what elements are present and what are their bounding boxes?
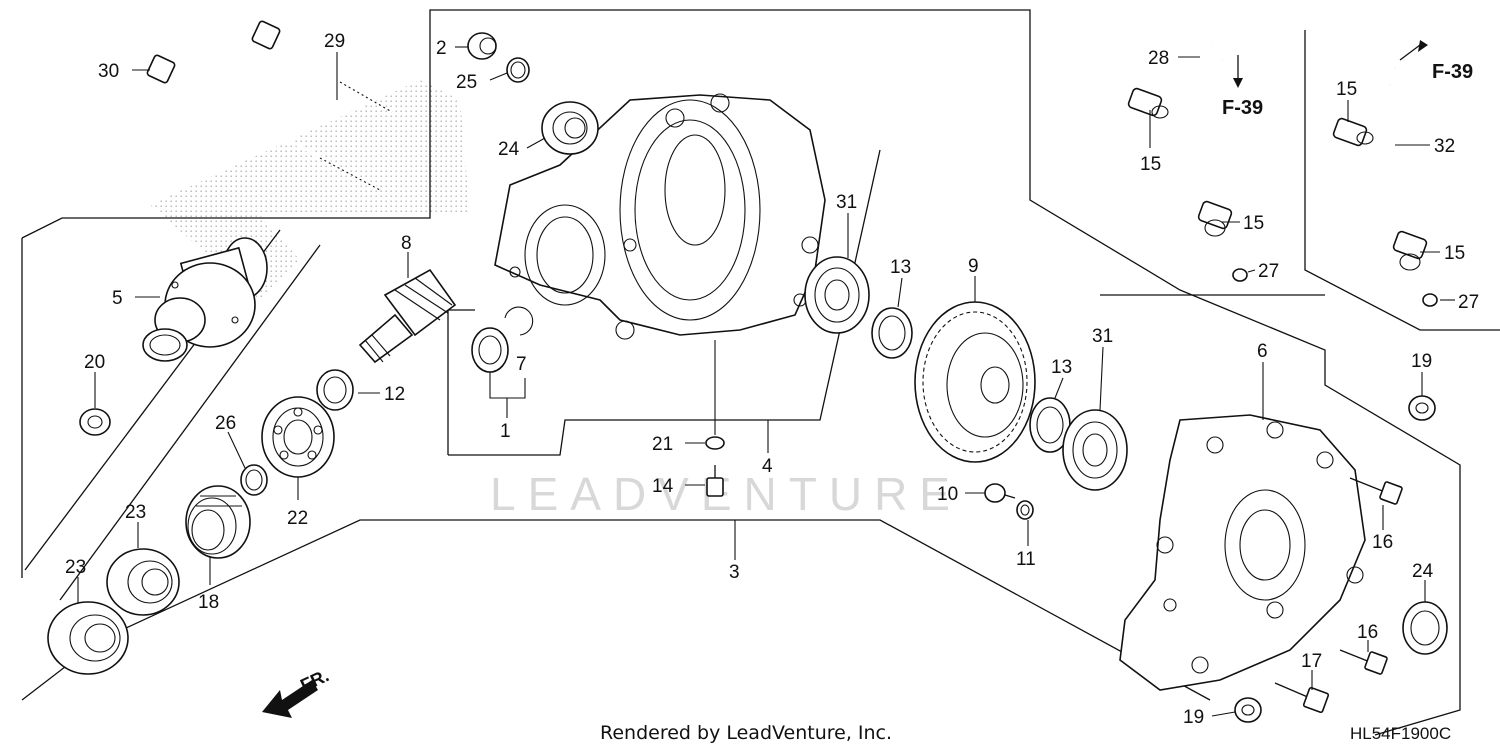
- callout-31-upper: 31: [836, 192, 857, 213]
- callout-13-lower: 13: [1051, 357, 1072, 378]
- callout-17: 17: [1301, 651, 1322, 672]
- credit-text: Rendered by LeadVenture, Inc.: [600, 722, 892, 744]
- callout-15-b: 15: [1243, 213, 1264, 234]
- bearing-31-lower: [1062, 409, 1128, 491]
- watermark-text: LEADVENTURE: [490, 468, 962, 520]
- callout-6: 6: [1257, 341, 1268, 362]
- callout-24-right: 24: [1412, 561, 1434, 582]
- callout-15-d: 15: [1444, 243, 1465, 264]
- ref-label-f39-right: F-39: [1432, 61, 1473, 83]
- callout-23-upper: 23: [125, 502, 146, 523]
- callout-10: 10: [937, 484, 958, 505]
- bolt-16-lower: [1339, 649, 1388, 675]
- circlip-26: [240, 464, 268, 496]
- callout-5: 5: [112, 288, 123, 309]
- oil-seal-24-right: [1402, 601, 1448, 655]
- bearing-22: [261, 396, 335, 478]
- nut-19-upper: [1408, 395, 1436, 421]
- clamp-27-b: [1422, 293, 1438, 307]
- callout-3: 3: [729, 562, 740, 583]
- callout-27-a: 27: [1258, 261, 1279, 282]
- breather-hose-28: [1193, 30, 1243, 276]
- bolt-10: [984, 483, 1016, 503]
- oil-seal-24-upper: [541, 101, 599, 155]
- callout-19-upper: 19: [1411, 351, 1432, 372]
- pinion-holder-5: [142, 237, 268, 362]
- bolt-14: [706, 465, 724, 497]
- callout-7: 7: [516, 354, 527, 375]
- bolt-29: [251, 20, 393, 114]
- bolt-30: [146, 54, 381, 192]
- callout-16-upper: 16: [1372, 532, 1393, 553]
- callout-16-lower: 16: [1357, 622, 1378, 643]
- callout-19-lower: 19: [1183, 707, 1204, 728]
- pinion-gear-8: [358, 268, 457, 364]
- bolt-16-upper: [1349, 477, 1403, 505]
- leader-lines: [77, 46, 1455, 717]
- clamp-27-a: [1232, 268, 1248, 282]
- callout-29: 29: [324, 31, 345, 52]
- clip-15-c: [1332, 117, 1374, 147]
- shim-13-lower: [1029, 397, 1071, 453]
- needle-bearing-7: [471, 306, 534, 373]
- callout-28: 28: [1148, 48, 1169, 69]
- callout-11: 11: [1016, 549, 1036, 570]
- front-direction-arrow: [262, 680, 318, 718]
- callout-13-upper: 13: [890, 257, 911, 278]
- callout-24-upper: 24: [498, 139, 520, 160]
- callout-32: 32: [1434, 136, 1455, 157]
- callout-14: 14: [652, 476, 674, 497]
- callout-25: 25: [456, 72, 477, 93]
- o-ring-25: [506, 57, 530, 83]
- ring-gear-9: [914, 301, 1036, 463]
- drawing-code: HL54F1900C: [1350, 724, 1451, 743]
- callout-21: 21: [652, 434, 673, 455]
- callout-8: 8: [401, 233, 412, 254]
- callout-2: 2: [436, 38, 447, 59]
- washer-21: [705, 436, 725, 450]
- callout-15-a: 15: [1140, 154, 1161, 175]
- callout-1: 1: [500, 421, 511, 442]
- ref-label-f39-left: F-39: [1222, 97, 1263, 119]
- callout-27-b: 27: [1458, 292, 1479, 313]
- oil-seal-23-lower: [47, 601, 129, 675]
- washer-11: [1016, 500, 1034, 520]
- clip-15-d: [1392, 230, 1428, 271]
- nut-19-lower: [1234, 697, 1262, 723]
- oil-seal-12: [316, 369, 354, 411]
- callout-23-lower: 23: [65, 557, 86, 578]
- lock-nut-18: [185, 485, 251, 559]
- callout-31-lower: 31: [1092, 326, 1113, 347]
- bolt-17: [1274, 682, 1330, 714]
- shim-13-upper: [871, 307, 913, 359]
- callout-15-c: 15: [1336, 79, 1357, 100]
- nut-20: [79, 408, 111, 436]
- callout-9: 9: [968, 256, 979, 277]
- gear-case-cover-6: [1119, 414, 1366, 691]
- breather-hose-32: [1371, 40, 1428, 301]
- callout-12: 12: [384, 384, 405, 405]
- callout-labels: 30 29 2 25 24 5 20 8 12 22 26 23 23 18 7…: [65, 31, 1479, 728]
- plug-2: [467, 32, 497, 60]
- callout-4: 4: [762, 456, 773, 477]
- callout-26: 26: [215, 413, 236, 434]
- callout-20: 20: [84, 352, 105, 373]
- oil-seal-23-upper: [106, 548, 180, 616]
- callout-18: 18: [198, 592, 219, 613]
- clip-15-a: [1127, 87, 1169, 119]
- callout-30: 30: [98, 61, 119, 82]
- callout-22: 22: [287, 508, 308, 529]
- bearing-31-upper: [804, 256, 870, 334]
